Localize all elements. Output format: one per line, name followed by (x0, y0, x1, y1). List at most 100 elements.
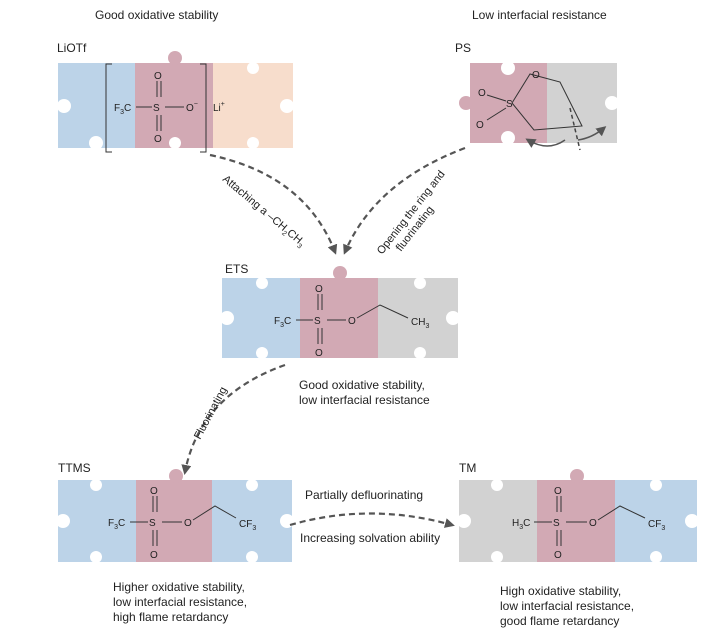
ps-ring (511, 73, 583, 131)
ps-o1: O (478, 88, 486, 99)
ets-molecule: ETS F3C S O O O CH3 (220, 262, 460, 359)
ttms-notch-right (280, 514, 294, 528)
ets-notch-right (446, 311, 460, 325)
ttms-o-top: O (150, 486, 158, 497)
ttms-desc-line1: Higher oxidative stability, (113, 580, 245, 594)
tm-o-top: O (554, 486, 562, 497)
ets-notch-left (220, 311, 234, 325)
tm-knob-top (570, 469, 584, 483)
ttms-f3c: F3C (108, 518, 125, 531)
ps-knob-left (459, 96, 473, 110)
tm-puzzle (457, 469, 699, 563)
arrow-attaching (209, 153, 338, 255)
label-opening: Opening the ring and fluorinating (375, 168, 448, 256)
arrow-defluorinating (289, 512, 455, 528)
ttms-piece-blue-left (58, 480, 136, 562)
label-fluorinating: Fluorinating (192, 385, 230, 441)
ets-notch-bottom-blue (256, 347, 268, 359)
ttms-notch-top-right (246, 479, 258, 491)
ets-piece-gray (378, 278, 458, 358)
ets-o-top: O (315, 284, 323, 295)
ttms-puzzle (56, 469, 294, 563)
tm-notch-top-left (491, 479, 503, 491)
ttms-piece-blue-right (212, 480, 292, 562)
ets-notch-top-gray (414, 277, 426, 289)
ps-bond-o1 (486, 94, 507, 102)
liotf-notch-bottom (89, 136, 103, 150)
tm-piece-gray (459, 480, 537, 562)
liotf-o-top: O (154, 71, 162, 82)
ps-cut-line (569, 107, 581, 151)
tm-molecule: TM H3C S O O O CF3 (457, 461, 699, 563)
ets-f3c: F3C (274, 316, 291, 329)
ttms-sulfur: S (149, 518, 156, 529)
svg-text:Attaching a –CH2CH3: Attaching a –CH2CH3 (219, 173, 308, 251)
tm-notch-right (685, 514, 699, 528)
svg-text:Opening the ring and: Opening the ring and (375, 168, 448, 256)
arrow-opening (343, 146, 466, 255)
liotf-piece-mauve (135, 63, 213, 148)
header-right: Low interfacial resistance (472, 8, 607, 22)
ets-desc-line1: Good oxidative stability, (299, 378, 425, 392)
tm-notch-left (457, 514, 471, 528)
liotf-o-bottom: O (154, 134, 162, 145)
ets-ethyl-chain (356, 304, 409, 319)
tm-name: TM (459, 461, 476, 475)
ets-piece-blue (222, 278, 300, 358)
tm-notch-bottom-left (491, 551, 503, 563)
ps-name: PS (455, 41, 471, 55)
ets-notch-bottom-gray (414, 347, 426, 359)
liotf-notch-right (280, 99, 294, 113)
ps-o2: O (476, 120, 484, 131)
ets-sulfur: S (314, 316, 321, 327)
tm-sulfur: S (553, 518, 560, 529)
ets-ch3: CH3 (411, 317, 429, 330)
ttms-chain (192, 505, 237, 521)
header-left: Good oxidative stability (95, 8, 218, 22)
ps-molecule: PS S O O O (455, 41, 619, 151)
ps-sulfur: S (506, 99, 513, 110)
liotf-name: LiOTf (57, 41, 87, 55)
ttms-o-link: O (184, 518, 192, 529)
ets-name: ETS (225, 262, 248, 276)
ps-notch-right (605, 96, 619, 110)
liotf-f3c: F3C (114, 103, 131, 116)
liotf-notch-mid (169, 137, 181, 149)
ttms-notch-left (56, 514, 70, 528)
ttms-cf3: CF3 (239, 519, 256, 532)
ps-puzzle (459, 61, 619, 145)
tm-chain (597, 505, 646, 521)
ets-o-link: O (348, 316, 356, 327)
tm-desc-line3: good flame retardancy (500, 614, 619, 628)
liotf-notch-left (57, 99, 71, 113)
liotf-molecule: LiOTf F3C S O O O− Li+ (57, 41, 294, 153)
ps-ring-oxygen: O (532, 70, 540, 81)
label-defluorinating: Partially defluorinating (305, 488, 423, 502)
label-attaching: Attaching a –CH2CH3 (219, 173, 308, 251)
liotf-sulfur: S (153, 103, 160, 114)
tm-h3c: H3C (512, 518, 530, 531)
ttms-notch-top-left (90, 479, 102, 491)
tm-o-link: O (589, 518, 597, 529)
ttms-desc-line2: low interfacial resistance, (113, 595, 247, 609)
ps-rotate-left-arrow (525, 138, 566, 148)
ttms-molecule: TTMS F3C S O O O CF3 (56, 461, 294, 563)
liotf-lithium: Li+ (213, 101, 225, 114)
ps-rotate-right-arrow (577, 126, 607, 141)
liotf-o-minus: O− (186, 101, 198, 114)
ttms-o-bottom: O (150, 550, 158, 561)
ttms-notch-bottom-left (90, 551, 102, 563)
liotf-piece-peach (213, 63, 293, 148)
tm-cf3: CF3 (648, 519, 665, 532)
tm-o-bottom: O (554, 550, 562, 561)
svg-text:Fluorinating: Fluorinating (192, 385, 230, 441)
liotf-knob-top (168, 51, 182, 65)
ttms-name: TTMS (58, 461, 91, 475)
liotf-bracket-right (200, 63, 207, 153)
tm-desc-line2: low interfacial resistance, (500, 599, 634, 613)
ps-notch-bottom (501, 131, 515, 145)
ttms-piece-mauve (136, 480, 212, 562)
ps-bond-o2 (486, 107, 507, 121)
tm-notch-bottom-right (650, 551, 662, 563)
